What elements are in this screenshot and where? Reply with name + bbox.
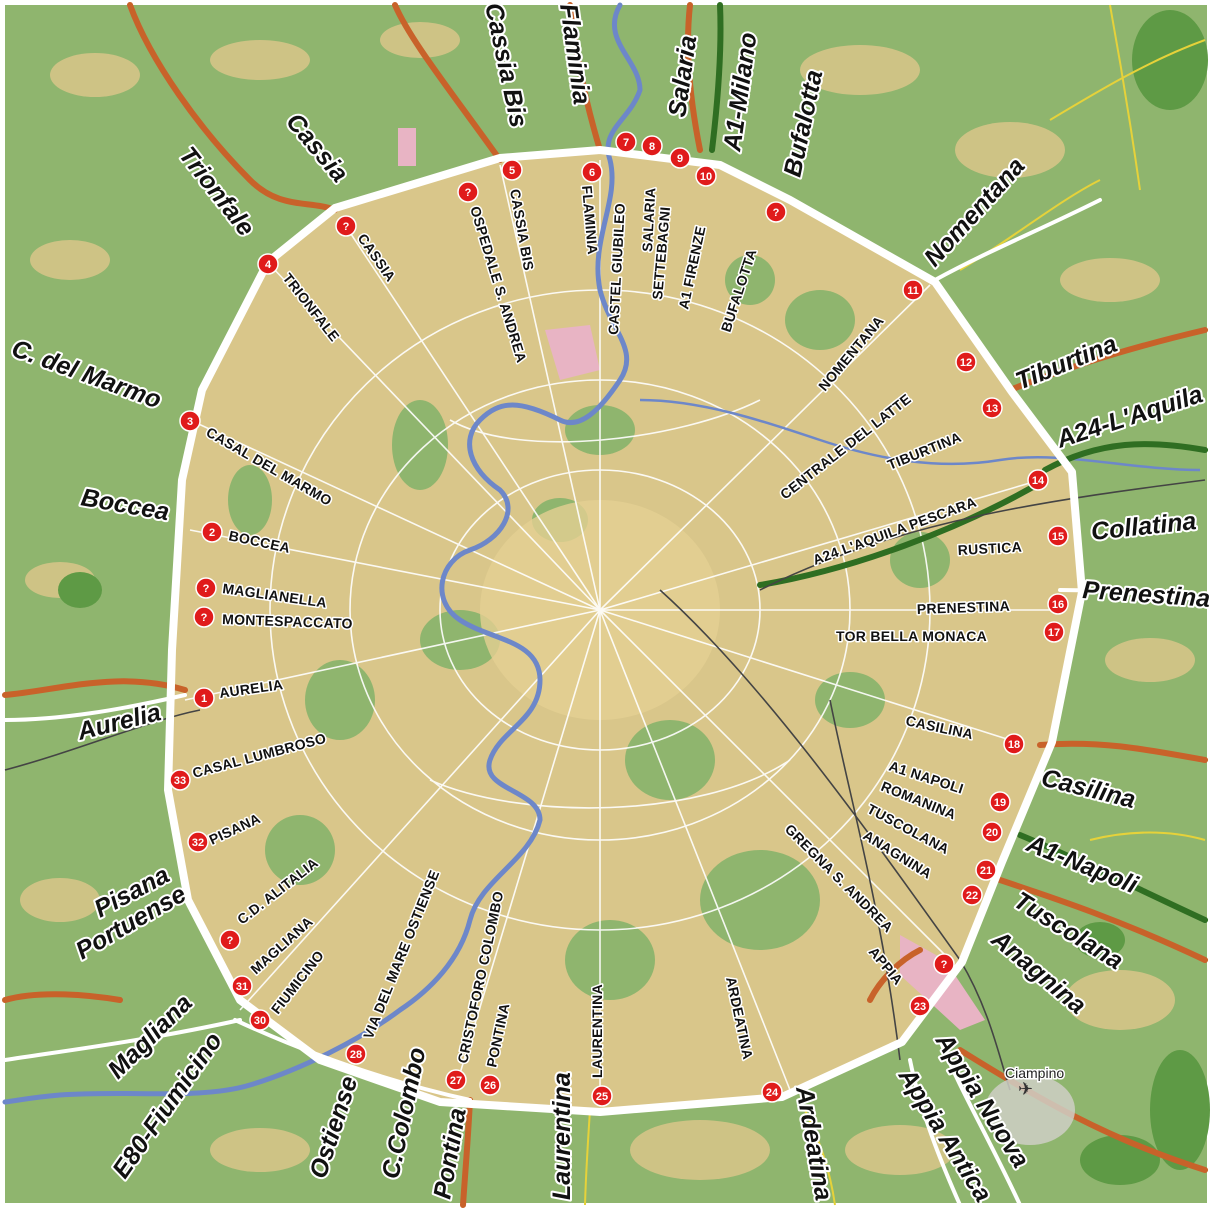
svg-text:10: 10: [700, 171, 712, 183]
exit-marker-bufalotta[interactable]: ?: [765, 201, 787, 223]
exit-marker-14[interactable]: 14: [1027, 469, 1049, 491]
svg-text:20: 20: [986, 827, 998, 839]
radial-roads: [3, 198, 1207, 1207]
airport-label: Ciampino: [1005, 1065, 1064, 1081]
exit-markers: 1 2 3 4 ? ? 5 6 7 8 9 10 ? 11 12 13 14 1…: [169, 131, 1069, 1107]
svg-text:16: 16: [1052, 599, 1064, 611]
road-label-laurentina: Laurentina: [548, 1072, 576, 1200]
svg-text:6: 6: [589, 167, 595, 179]
svg-text:15: 15: [1052, 531, 1064, 543]
park-areas: [228, 255, 950, 1000]
exit-label-17: TOR BELLA MONACA: [836, 628, 987, 644]
exit-marker-25[interactable]: 25: [591, 1085, 613, 1107]
exit-marker-10[interactable]: 10: [695, 165, 717, 187]
svg-text:?: ?: [227, 935, 234, 947]
svg-text:21: 21: [980, 865, 992, 877]
exit-marker-17[interactable]: 17: [1043, 621, 1065, 643]
svg-text:4: 4: [265, 259, 272, 271]
svg-text:13: 13: [986, 403, 998, 415]
exit-marker-18[interactable]: 18: [1003, 733, 1025, 755]
svg-text:24: 24: [766, 1087, 779, 1099]
svg-text:14: 14: [1032, 475, 1045, 487]
exit-marker-28[interactable]: 28: [345, 1043, 367, 1065]
svg-text:8: 8: [649, 141, 655, 153]
svg-text:3: 3: [187, 416, 193, 428]
exit-label-25: LAURENTINA: [589, 984, 605, 1078]
exit-marker-cassia[interactable]: ?: [335, 215, 357, 237]
exit-marker-3[interactable]: 3: [179, 410, 201, 432]
exit-label-8: SALARIA: [639, 187, 658, 252]
svg-text:?: ?: [343, 221, 350, 233]
exit-marker-5[interactable]: 5: [501, 159, 523, 181]
svg-text:12: 12: [960, 357, 972, 369]
aniene-river: [639, 398, 1201, 472]
svg-text:28: 28: [350, 1049, 362, 1061]
svg-text:19: 19: [994, 797, 1006, 809]
svg-text:33: 33: [174, 775, 186, 787]
exit-marker-31[interactable]: 31: [231, 975, 253, 997]
exit-marker-ospedale[interactable]: ?: [457, 181, 479, 203]
svg-text:18: 18: [1008, 739, 1020, 751]
exit-marker-30[interactable]: 30: [249, 1009, 271, 1031]
svg-text:?: ?: [201, 612, 208, 624]
exit-marker-alitalia[interactable]: ?: [219, 929, 241, 951]
tiber-river: [2, 2, 643, 1105]
exit-label-15: RUSTICA: [957, 539, 1022, 558]
svg-text:23: 23: [914, 1001, 926, 1013]
exit-marker-19[interactable]: 19: [989, 791, 1011, 813]
exit-label-6: FLAMINIA: [579, 185, 601, 255]
svg-text:5: 5: [509, 165, 515, 177]
exit-marker-21[interactable]: 21: [975, 859, 997, 881]
svg-text:22: 22: [966, 890, 978, 902]
svg-text:2: 2: [209, 527, 215, 539]
airplane-icon: ✈: [1018, 1079, 1033, 1100]
svg-text:31: 31: [236, 981, 248, 993]
exit-marker-8[interactable]: 8: [641, 135, 663, 157]
svg-text:9: 9: [677, 153, 683, 165]
exit-marker-1[interactable]: 1: [193, 687, 215, 709]
exit-marker-12[interactable]: 12: [955, 351, 977, 373]
exit-marker-11[interactable]: 11: [902, 279, 924, 301]
svg-text:?: ?: [941, 959, 948, 971]
gra-ring-road: [164, 146, 1086, 1116]
exit-marker-20[interactable]: 20: [981, 821, 1003, 843]
svg-text:32: 32: [192, 837, 204, 849]
exit-marker-15[interactable]: 15: [1047, 525, 1069, 547]
exit-label-montespaccato: MONTESPACCATO: [222, 611, 353, 632]
exit-marker-22[interactable]: 22: [961, 884, 983, 906]
exit-marker-maglianella[interactable]: ?: [195, 577, 217, 599]
svg-text:7: 7: [623, 137, 629, 149]
exit-marker-4[interactable]: 4: [257, 253, 279, 275]
ciampino-airport: ✈ Ciampino: [985, 1064, 1075, 1145]
svg-text:25: 25: [596, 1091, 608, 1103]
exit-marker-33[interactable]: 33: [169, 769, 191, 791]
exit-label-16: PRENESTINA: [917, 598, 1011, 617]
exit-marker-6[interactable]: 6: [581, 161, 603, 183]
railways: [4, 479, 1206, 1091]
exit-marker-gregna[interactable]: ?: [933, 953, 955, 975]
svg-text:17: 17: [1048, 627, 1060, 639]
svg-text:27: 27: [450, 1075, 462, 1087]
svg-text:1: 1: [201, 693, 207, 705]
exit-marker-16[interactable]: 16: [1047, 593, 1069, 615]
exit-marker-2[interactable]: 2: [201, 521, 223, 543]
exit-marker-13[interactable]: 13: [981, 397, 1003, 419]
exit-marker-24[interactable]: 24: [761, 1081, 783, 1103]
svg-text:?: ?: [773, 207, 780, 219]
svg-text:26: 26: [484, 1080, 496, 1092]
exit-marker-montespaccato[interactable]: ?: [193, 606, 215, 628]
exit-marker-23[interactable]: 23: [909, 995, 931, 1017]
svg-text:?: ?: [465, 187, 472, 199]
svg-text:30: 30: [254, 1015, 266, 1027]
exit-marker-7[interactable]: 7: [615, 131, 637, 153]
exit-marker-9[interactable]: 9: [669, 147, 691, 169]
svg-text:?: ?: [203, 583, 210, 595]
exit-marker-27[interactable]: 27: [445, 1069, 467, 1091]
exit-marker-32[interactable]: 32: [187, 831, 209, 853]
farmland-patches: [20, 22, 1195, 1180]
exit-marker-26[interactable]: 26: [479, 1074, 501, 1096]
svg-text:11: 11: [907, 285, 919, 297]
